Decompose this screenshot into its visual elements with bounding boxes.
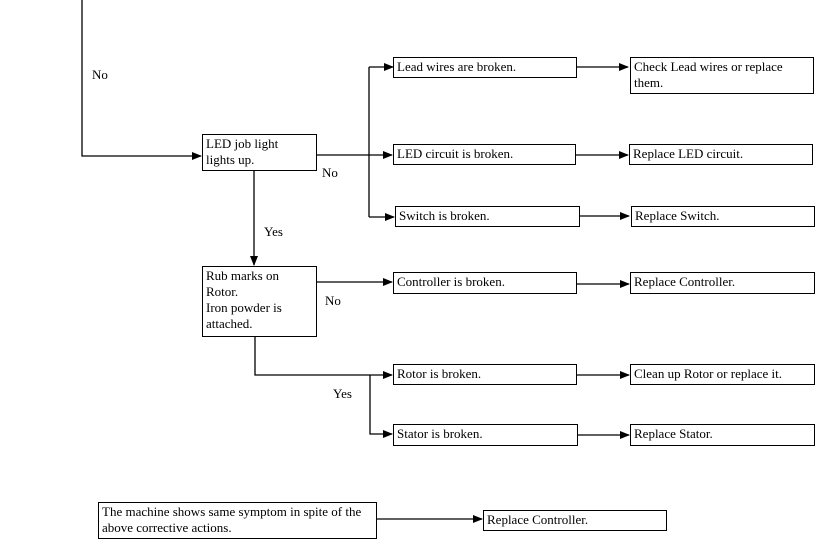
label-rotor-no: No [325, 293, 341, 308]
connector-stator-trunk [369, 375, 393, 438]
cause-rotor: Rotor is broken. [393, 364, 577, 385]
action-switch: Replace Switch. [631, 206, 815, 227]
action-led-circuit: Replace LED circuit. [629, 144, 813, 165]
label-no-top: No [92, 67, 108, 82]
decision-led-lights-up: LED job light lights up. [202, 134, 317, 171]
action-rotor: Clean up Rotor or replace it. [630, 364, 815, 385]
action-stator: Replace Stator. [630, 424, 815, 446]
label-led-no: No [322, 165, 338, 180]
label-led-yes: Yes [264, 224, 283, 239]
final-condition: The machine shows same symptom in spite … [98, 502, 377, 539]
action-lead-wires: Check Lead wires or replace them. [630, 57, 814, 94]
connector-entry [81, 0, 202, 160]
cause-stator: Stator is broken. [393, 424, 578, 446]
final-action-replace-controller: Replace Controller. [483, 510, 667, 531]
cause-switch: Switch is broken. [395, 206, 580, 227]
cause-lead-wires: Lead wires are broken. [393, 57, 577, 78]
cause-controller: Controller is broken. [393, 272, 577, 294]
cause-led-circuit: LED circuit is broken. [393, 144, 576, 165]
connector-rotor-yes [254, 337, 393, 379]
decision-rotor-rub-marks: Rub marks on Rotor. Iron powder is attac… [202, 266, 317, 337]
action-controller: Replace Controller. [630, 272, 815, 294]
label-rotor-yes: Yes [333, 386, 352, 401]
